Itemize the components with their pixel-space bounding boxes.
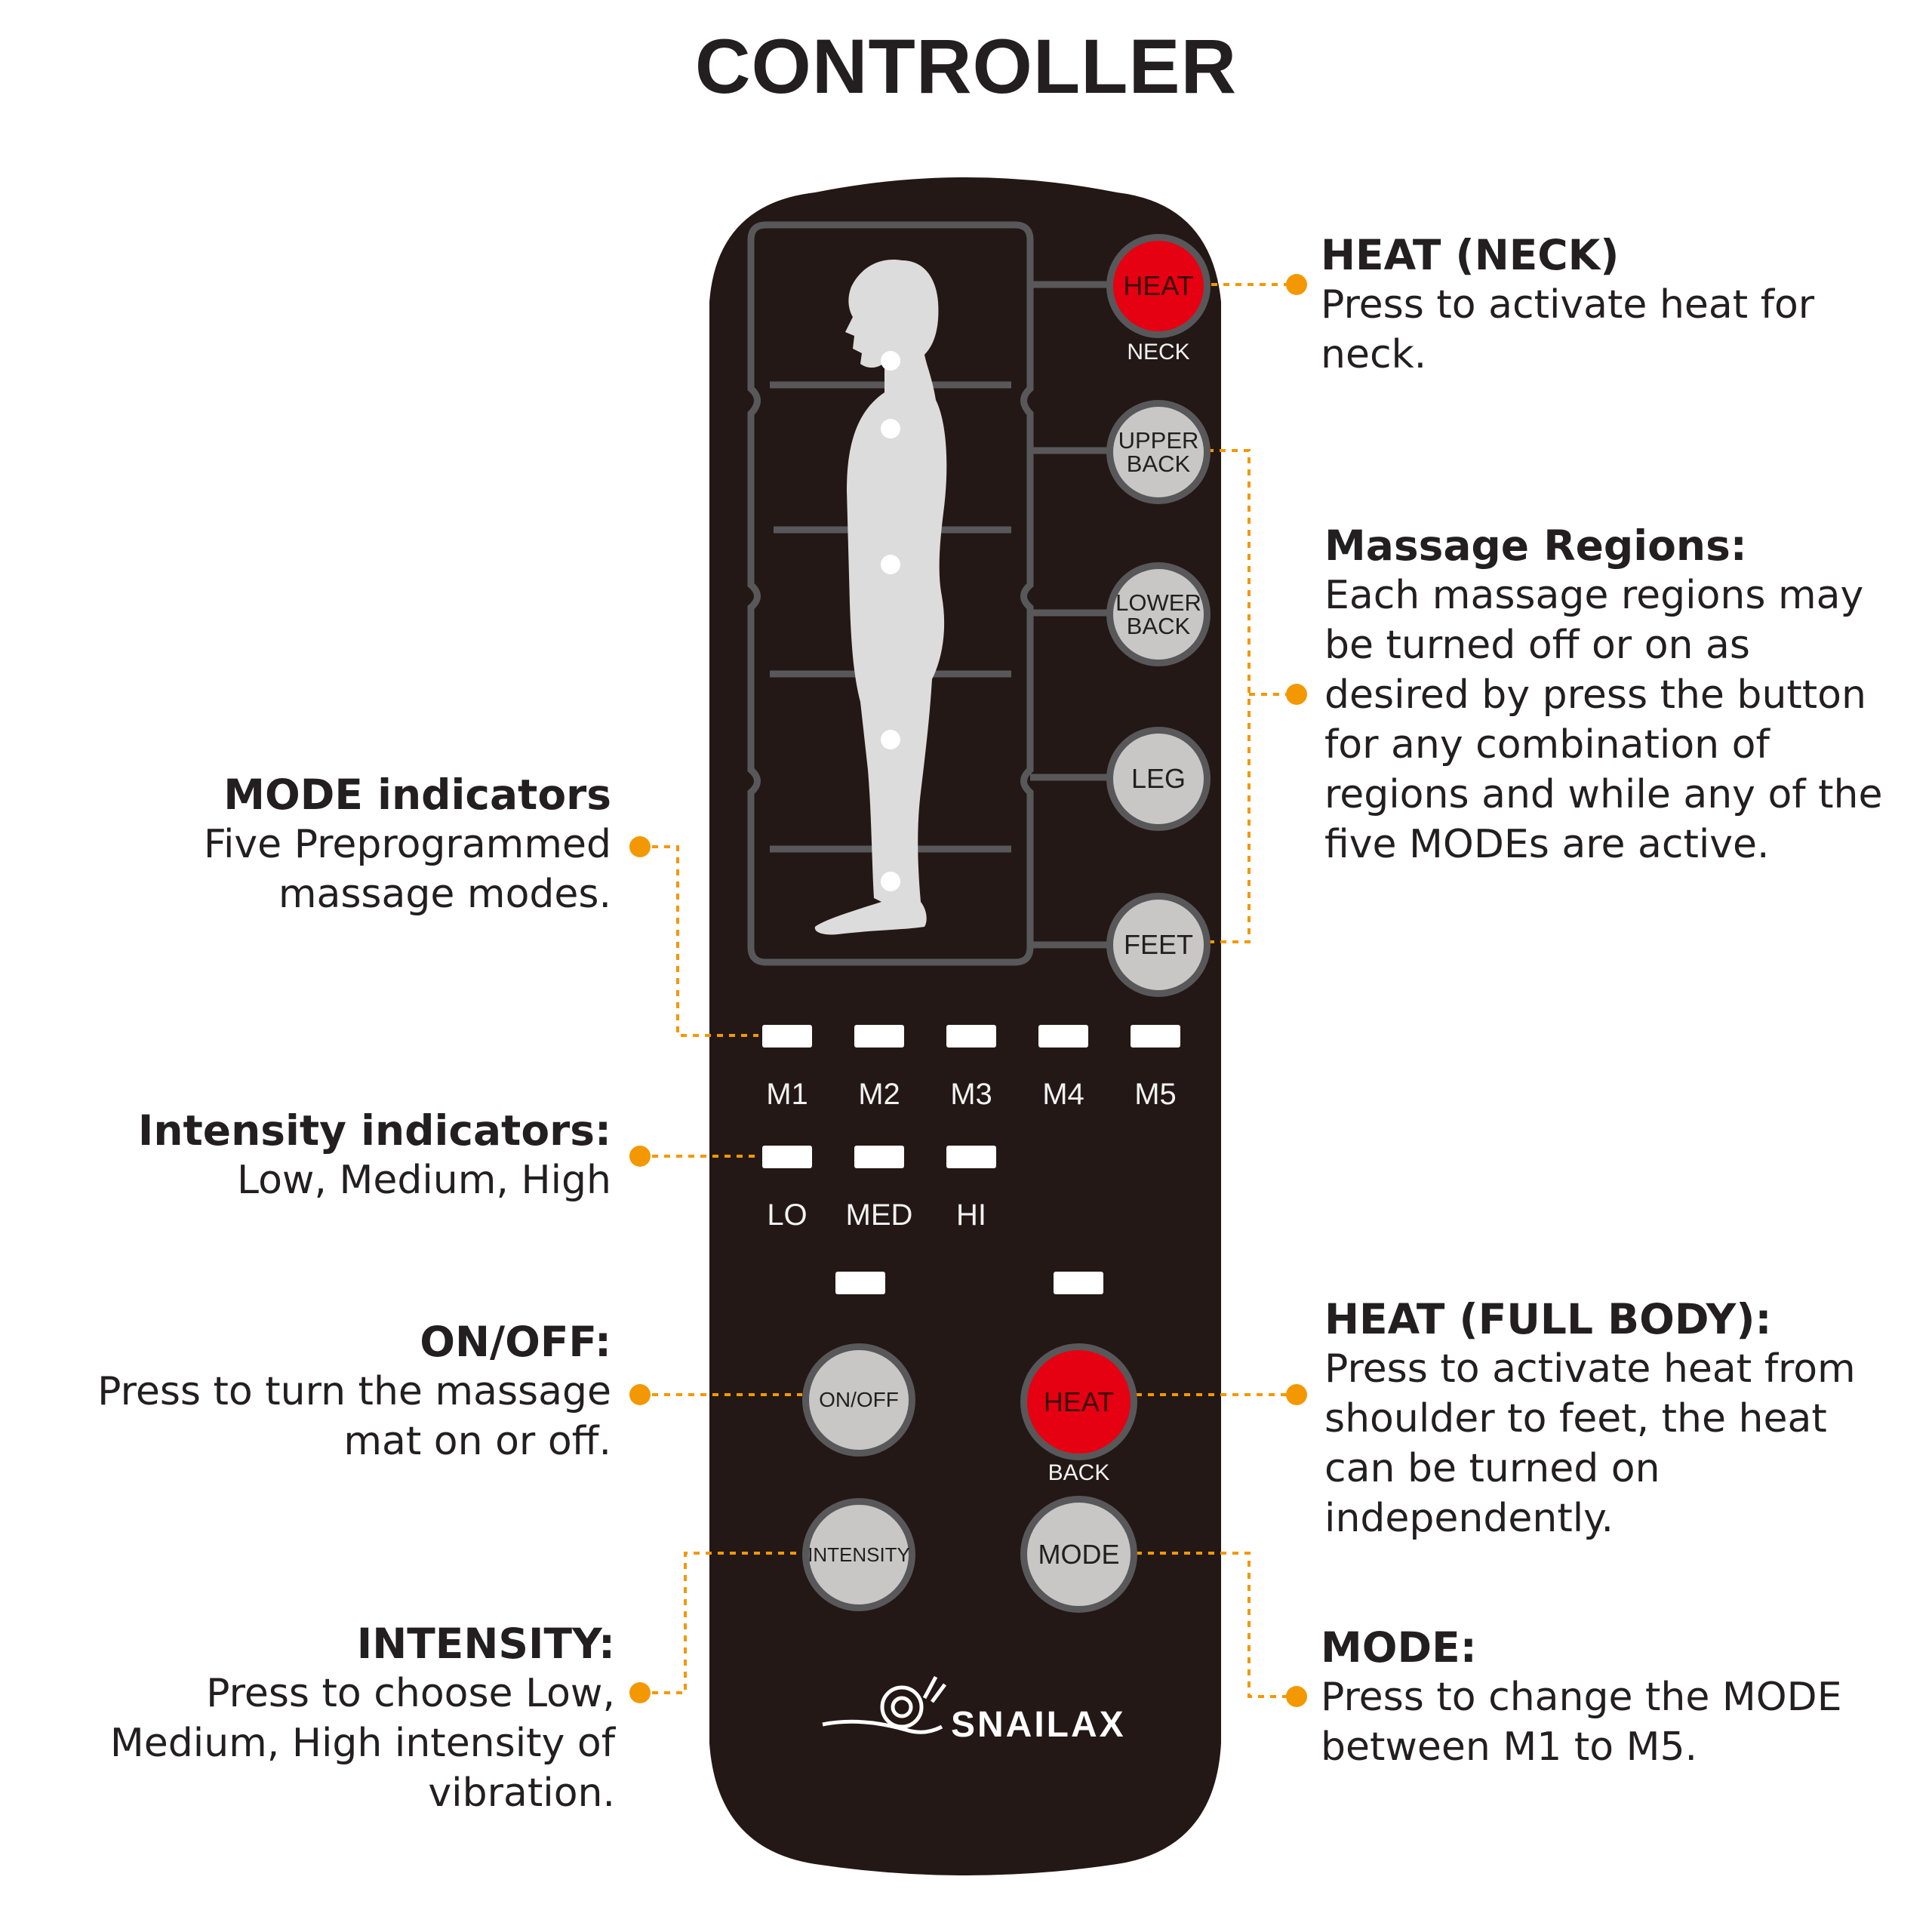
annotation-body: Press to activate heat for neck. (1321, 282, 1815, 377)
lower-back-button[interactable]: LOWER BACK (1106, 562, 1211, 666)
leader-dot (1286, 684, 1307, 705)
annotation-heading: Massage Regions: (1324, 521, 1747, 570)
annotation-heading: Intensity indicators: (137, 1106, 611, 1155)
leg-button[interactable]: LEG (1106, 727, 1211, 831)
mode-label: M2 (858, 1078, 900, 1111)
annotation-heading: ON/OFF: (420, 1318, 611, 1366)
human-silhouette (814, 260, 947, 935)
annotation-heading: INTENSITY: (356, 1620, 615, 1668)
mode-button[interactable]: MODE (1020, 1496, 1137, 1613)
annotation-heat-full-body: HEAT (FULL BODY): Press to activate heat… (1324, 1294, 1868, 1543)
snail-icon (822, 1675, 947, 1734)
massage-point (881, 351, 900, 371)
annotation-heat-neck: HEAT (NECK) Press to activate heat for n… (1321, 230, 1849, 380)
massage-point (881, 555, 900, 574)
leader-dot (1286, 1686, 1307, 1707)
mode-led-m3 (946, 1025, 996, 1048)
massage-point (881, 872, 900, 891)
mode-led-m2 (854, 1025, 904, 1048)
annotation-intensity: INTENSITY: Press to choose Low, Medium, … (45, 1619, 615, 1818)
leader-dot (629, 836, 651, 857)
annotation-heading: MODE indicators (223, 771, 611, 819)
intensity-label: HI (956, 1198, 986, 1232)
mode-label: M5 (1134, 1078, 1177, 1111)
page-title: CONTROLLER (694, 23, 1238, 109)
leader-dot (1286, 1384, 1307, 1405)
heat-neck-button[interactable]: HEAT (1106, 234, 1211, 338)
neck-caption: NECK (1127, 340, 1190, 365)
leader-dot (629, 1146, 651, 1167)
annotation-body: Press to choose Low, Medium, High intens… (109, 1671, 615, 1816)
annotation-heading: HEAT (NECK) (1321, 231, 1620, 279)
massage-point (881, 730, 900, 749)
power-status-led (835, 1272, 885, 1294)
leader-line-intensity (640, 1552, 802, 1694)
heat-back-button[interactable]: HEAT (1020, 1343, 1137, 1460)
intensity-label: MED (845, 1198, 913, 1232)
annotation-body: Each massage regions may be turned off o… (1324, 573, 1883, 867)
annotation-massage-regions: Massage Regions: Each massage regions ma… (1324, 521, 1883, 869)
leader-dot (629, 1384, 651, 1405)
annotation-body: Low, Medium, High (237, 1158, 611, 1203)
annotation-heading: MODE: (1321, 1623, 1477, 1672)
mode-led-m1 (762, 1025, 812, 1048)
annotation-body: Press to turn the massage mat on or off. (97, 1369, 611, 1464)
mode-label: M4 (1042, 1078, 1084, 1111)
mode-label: M3 (950, 1078, 992, 1111)
annotation-mode: MODE: Press to change the MODE between M… (1321, 1623, 1864, 1772)
massage-point (881, 419, 900, 438)
on-off-button[interactable]: ON/OFF (802, 1343, 915, 1457)
intensity-led-hi (946, 1146, 996, 1168)
mode-label: M1 (766, 1078, 808, 1111)
feet-button[interactable]: FEET (1106, 893, 1211, 997)
mode-led-m4 (1038, 1025, 1088, 1048)
annotation-body: Press to activate heat from shoulder to … (1324, 1346, 1856, 1541)
intensity-led-lo (762, 1146, 812, 1168)
annotation-intensity-indicators: Intensity indicators: Low, Medium, High (113, 1106, 611, 1205)
brand-name: SNAILAX (951, 1705, 1126, 1745)
annotation-body: Five Preprogrammed massage modes. (203, 822, 611, 917)
intensity-label: LO (767, 1198, 808, 1232)
leader-line-mode-indicators (640, 845, 758, 1037)
heat-status-led (1054, 1272, 1103, 1294)
upper-back-button[interactable]: UPPER BACK (1106, 400, 1211, 504)
intensity-led-med (854, 1146, 904, 1168)
intensity-button[interactable]: INTENSITY (802, 1498, 915, 1611)
body-map-frame (747, 221, 1034, 966)
annotation-on-off: ON/OFF: Press to turn the massage mat on… (75, 1317, 611, 1466)
annotation-mode-indicators: MODE indicators Five Preprogrammed massa… (151, 770, 611, 919)
back-caption: BACK (1048, 1460, 1110, 1485)
mode-led-m5 (1131, 1025, 1180, 1048)
annotation-body: Press to change the MODE between M1 to M… (1321, 1675, 1842, 1770)
leader-line-mode (1136, 1552, 1297, 1698)
leader-dot (1286, 274, 1307, 295)
annotation-heading: HEAT (FULL BODY): (1324, 1295, 1772, 1343)
leader-dot (629, 1682, 651, 1703)
